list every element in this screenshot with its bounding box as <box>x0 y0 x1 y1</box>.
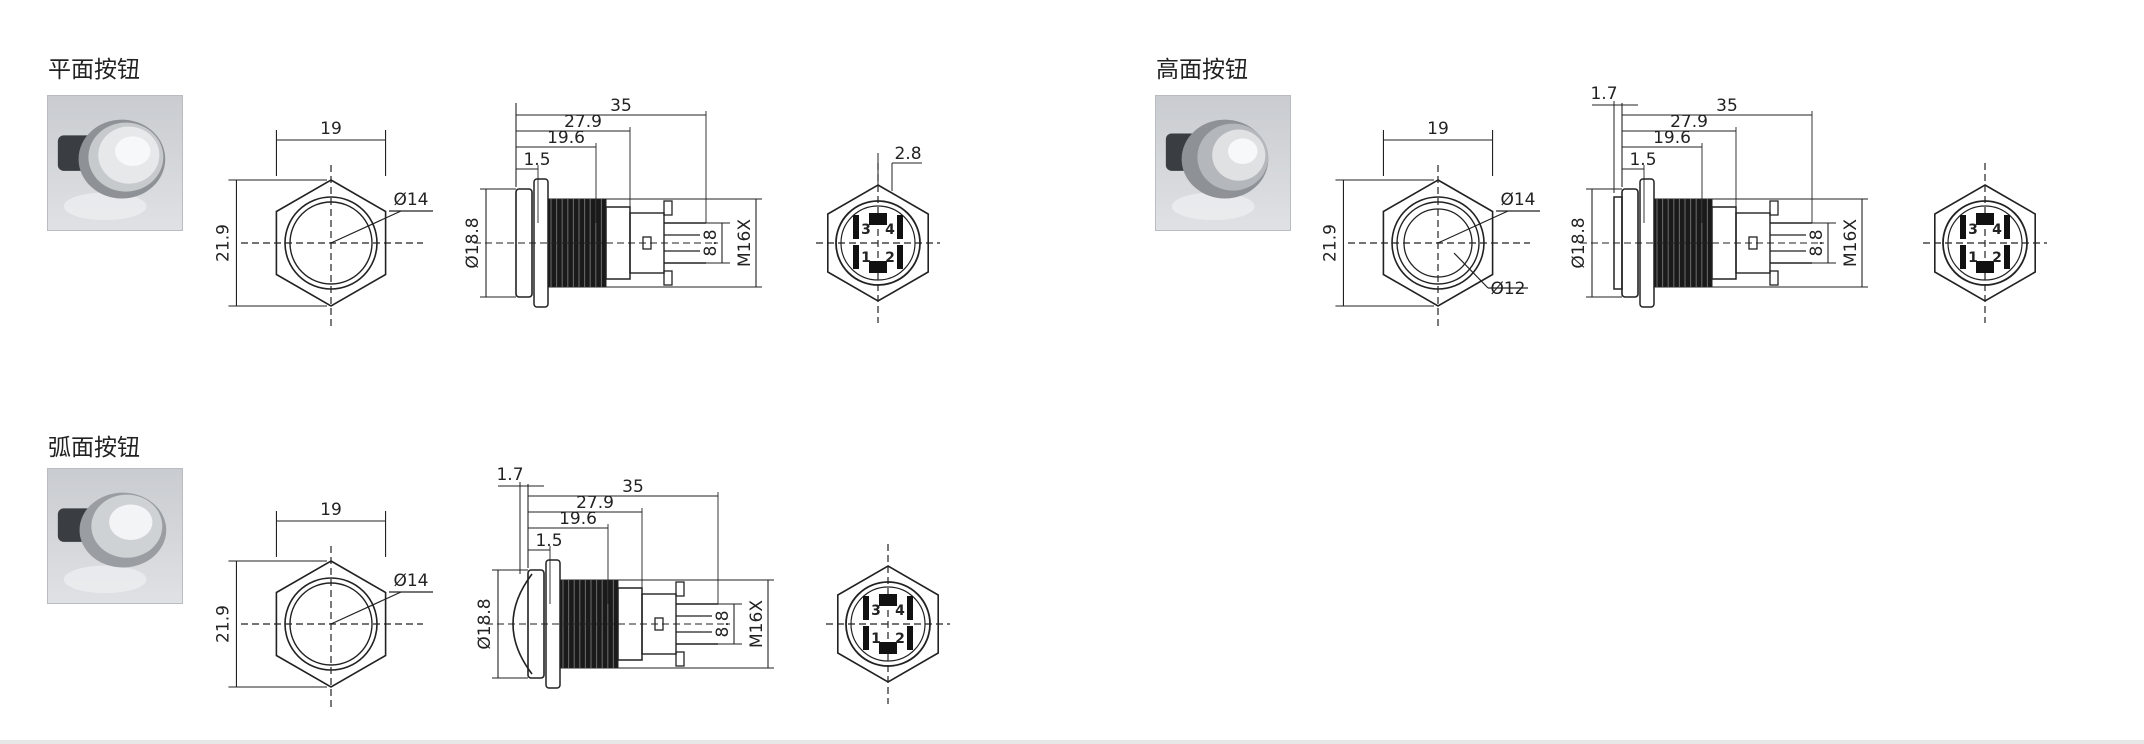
body-diameter-label: Ø18.8 <box>475 598 495 649</box>
terminal-number-1: 1 <box>861 250 871 266</box>
diameter-leader <box>330 591 402 625</box>
thread-label: M16X <box>1841 219 1861 267</box>
product-photo-high <box>1155 95 1291 231</box>
terminal-bar <box>2004 245 2010 269</box>
inner-diameter-label: Ø12 <box>1490 279 1525 299</box>
hex-width-label: 19 <box>320 119 342 139</box>
overall-length-label: 35 <box>1716 96 1738 116</box>
terminal-number-1: 1 <box>871 631 881 647</box>
clip-top <box>675 581 685 597</box>
clip-bottom <box>1769 270 1779 286</box>
flange-label: 1.5 <box>523 150 550 170</box>
pin-pitch-label: 8.8 <box>701 229 721 256</box>
diameter-leader <box>330 210 402 244</box>
product-photo-flat <box>47 95 183 231</box>
clip-top <box>663 200 673 216</box>
terminal-number-4: 4 <box>1992 222 2002 238</box>
terminal-number-2: 2 <box>895 631 905 647</box>
terminal-number-4: 4 <box>895 603 905 619</box>
body-length-label: 27.9 <box>564 112 602 132</box>
pin-offset-label: 2.8 <box>894 144 921 164</box>
inner-diameter-leader <box>1453 252 1489 289</box>
switch-base <box>629 212 665 274</box>
hex-height-label: 21.9 <box>1320 224 1340 262</box>
hex-nut-outline <box>275 560 387 688</box>
head-diameter-label: Ø14 <box>1500 190 1535 210</box>
thread-length-label: 19.6 <box>547 128 585 148</box>
led-terminal <box>869 261 887 273</box>
head-diameter-label: Ø14 <box>393 571 428 591</box>
terminal-number-3: 3 <box>871 603 881 619</box>
terminal-bar <box>907 626 913 650</box>
led-terminal <box>869 213 887 225</box>
hex-nut-outline <box>1382 179 1494 307</box>
cap-height-label: 1.7 <box>496 465 523 485</box>
pin-pitch-label: 8.8 <box>713 610 733 637</box>
hex-nut-outline <box>275 179 387 307</box>
thread-label: M16X <box>735 219 755 267</box>
diameter-leader <box>1437 210 1509 244</box>
clip-bottom <box>663 270 673 286</box>
clip-top <box>1769 200 1779 216</box>
terminal-number-4: 4 <box>885 222 895 238</box>
led-terminal <box>879 642 897 654</box>
body-length-label: 27.9 <box>1670 112 1708 132</box>
thread-length-label: 19.6 <box>1653 128 1691 148</box>
body-length-label: 27.9 <box>576 493 614 513</box>
product-photo-dome <box>47 468 183 604</box>
led-terminal <box>1976 213 1994 225</box>
terminal-bar <box>853 215 859 239</box>
thread-label: M16X <box>747 600 767 648</box>
terminal-number-2: 2 <box>1992 250 2002 266</box>
head-diameter-label: Ø14 <box>393 190 428 210</box>
pin-pitch-label: 8.8 <box>1807 229 1827 256</box>
terminal-number-1: 1 <box>1968 250 1978 266</box>
cap-height-label: 1.7 <box>1590 84 1617 104</box>
section-title-high: 高面按钮 <box>1156 57 1248 83</box>
section-title-flat: 平面按钮 <box>48 57 140 83</box>
thread-length-label: 19.6 <box>559 509 597 529</box>
hex-height-label: 21.9 <box>213 224 233 262</box>
terminal-number-3: 3 <box>861 222 871 238</box>
section-title-dome: 弧面按钮 <box>48 435 140 461</box>
flange-label: 1.5 <box>1629 150 1656 170</box>
flange-label: 1.5 <box>535 531 562 551</box>
terminal-bar <box>1960 215 1966 239</box>
terminal-number-2: 2 <box>885 250 895 266</box>
hex-width-label: 19 <box>320 500 342 520</box>
overall-length-label: 35 <box>622 477 644 497</box>
terminal-bar <box>907 596 913 620</box>
overall-length-label: 35 <box>610 96 632 116</box>
clip-bottom <box>675 651 685 667</box>
bottom-divider <box>0 740 2144 744</box>
body-diameter-label: Ø18.8 <box>1569 217 1589 268</box>
switch-base <box>1735 212 1771 274</box>
terminal-bar <box>897 245 903 269</box>
body-diameter-label: Ø18.8 <box>463 217 483 268</box>
terminal-bar <box>897 215 903 239</box>
led-terminal <box>879 594 897 606</box>
terminal-bar <box>1960 245 1966 269</box>
terminal-number-3: 3 <box>1968 222 1978 238</box>
switch-base <box>641 593 677 655</box>
terminal-bar <box>863 596 869 620</box>
led-terminal <box>1976 261 1994 273</box>
terminal-bar <box>2004 215 2010 239</box>
hex-height-label: 21.9 <box>213 605 233 643</box>
terminal-bar <box>853 245 859 269</box>
hex-width-label: 19 <box>1427 119 1449 139</box>
terminal-bar <box>863 626 869 650</box>
